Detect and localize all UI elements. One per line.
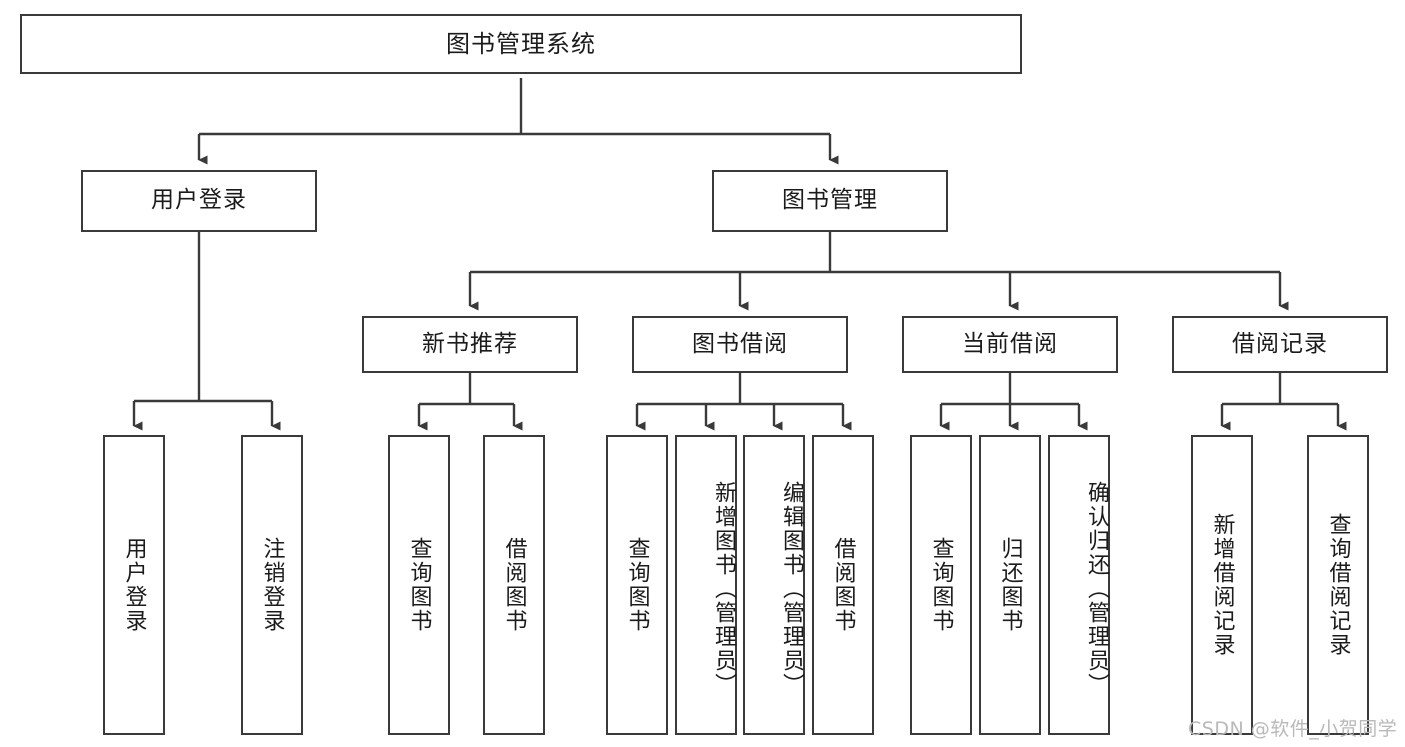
node-leaf-confirm-return-admin[interactable]: 确认归还（管理员） xyxy=(1048,435,1110,735)
node-user-login[interactable]: 用户登录 xyxy=(81,170,317,232)
node-leaf-edit-book-admin[interactable]: 编辑图书（管理员） xyxy=(743,435,805,735)
node-leaf-add-book-admin[interactable]: 新增图书（管理员） xyxy=(675,435,737,735)
node-current-borrow[interactable]: 当前借阅 xyxy=(902,316,1118,373)
node-new-book-recommend[interactable]: 新书推荐 xyxy=(362,316,578,373)
node-leaf-return-book[interactable]: 归还图书 xyxy=(979,435,1041,735)
node-leaf-query-borrow-record[interactable]: 查询借阅记录 xyxy=(1307,435,1369,735)
node-leaf-borrow-book-recommend[interactable]: 借阅图书 xyxy=(483,435,545,735)
node-book-borrow[interactable]: 图书借阅 xyxy=(632,316,848,373)
node-leaf-add-borrow-record[interactable]: 新增借阅记录 xyxy=(1191,435,1253,735)
node-book-management[interactable]: 图书管理 xyxy=(712,170,948,232)
watermark-text: CSDN @软件_小贺同学 xyxy=(1188,718,1398,740)
node-borrow-record[interactable]: 借阅记录 xyxy=(1172,316,1388,373)
node-root-book-management-system[interactable]: 图书管理系统 xyxy=(20,14,1022,74)
node-leaf-user-login[interactable]: 用户登录 xyxy=(103,435,165,735)
node-leaf-query-book-borrow[interactable]: 查询图书 xyxy=(606,435,668,735)
node-leaf-borrow-book[interactable]: 借阅图书 xyxy=(812,435,874,735)
node-leaf-query-book-recommend[interactable]: 查询图书 xyxy=(388,435,450,735)
node-leaf-query-book-current[interactable]: 查询图书 xyxy=(910,435,972,735)
node-leaf-logout-login[interactable]: 注销登录 xyxy=(241,435,303,735)
